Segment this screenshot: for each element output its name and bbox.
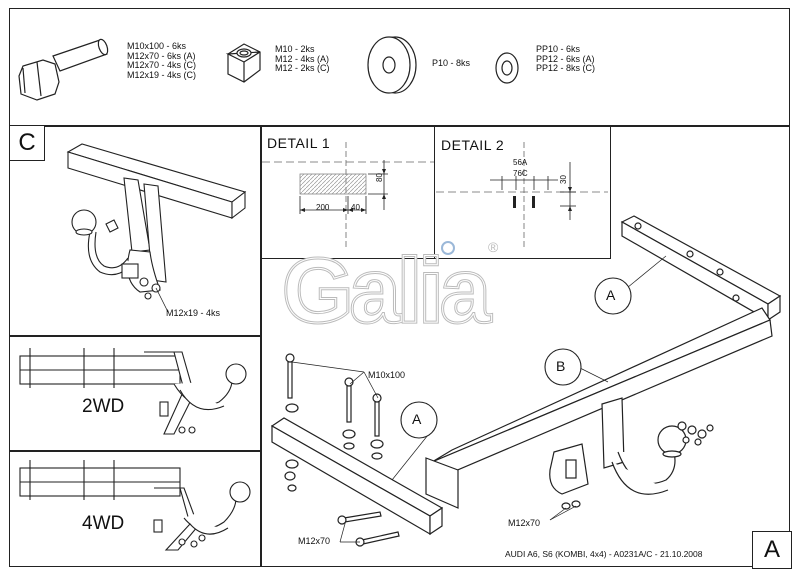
bolt-line: M12x70 - 6ks (A)	[127, 50, 196, 61]
panel-c-divider-2	[9, 450, 261, 452]
detail1-height: 80	[375, 173, 384, 182]
panel-c-2wd-drawing	[19, 348, 247, 435]
nut-list: M10 - 2ks M12 - 4ks (A) M12 - 2ks (C)	[275, 44, 330, 74]
detail2-drawing	[436, 142, 608, 250]
bolt-line: M10x100 - 6ks	[127, 41, 187, 51]
bolt-list: M10x100 - 6ks M12x70 - 6ks (A) M12x70 - …	[127, 41, 197, 80]
registered-mark: ®	[488, 239, 499, 255]
panel-c-hitch-drawing	[66, 143, 247, 313]
callout-circle-a-top	[594, 277, 632, 315]
detail2-dim-56a: 56A	[513, 158, 528, 167]
nut-line: M10 - 2ks	[275, 44, 315, 54]
panel-c-4wd-drawing	[19, 460, 251, 551]
nut-icon	[225, 43, 261, 83]
washer-label: P10 - 8ks	[432, 58, 471, 68]
callout-circle-a-left	[400, 401, 438, 439]
bolt-line: M12x19 - 4ks (C)	[127, 69, 197, 80]
bolt-line: M12x70 - 4ks (C)	[127, 60, 197, 70]
detail1-drawing	[262, 142, 434, 250]
callout-circle-b	[544, 348, 582, 386]
nut-line: M12 - 4ks (A)	[275, 53, 330, 64]
spring-washer-list: PP10 - 6ks PP12 - 6ks (A) PP12 - 8ks (C)	[536, 44, 596, 74]
spring-washer-line: PP10 - 6ks	[536, 44, 581, 54]
variant-letter: A	[752, 531, 792, 569]
callout-a-top-label: A	[606, 287, 616, 303]
bolt-label-m12-right: M12x70	[508, 518, 541, 528]
drawing-frame	[9, 8, 790, 567]
detail2-title: DETAIL 2	[441, 137, 505, 153]
galia-logo: Galia Galia	[281, 239, 498, 344]
nut-line: M12 - 2ks (C)	[275, 63, 330, 73]
washer-icon	[367, 36, 417, 94]
bolt-label-m10: M10x100	[368, 370, 406, 380]
panel-c-divider-1	[9, 335, 261, 337]
svg-text:Galia: Galia	[282, 240, 492, 342]
detail1-title: DETAIL 1	[267, 135, 331, 151]
callout-a-left-label: A	[412, 411, 422, 427]
detail-box-bottom	[261, 258, 611, 259]
spring-washer-line: PP12 - 6ks (A)	[536, 53, 595, 64]
svg-text:Galia: Galia	[282, 240, 492, 342]
panel-c-letter: C	[9, 125, 45, 161]
footer-caption: AUDI A6, S6 (KOMBI, 4x4) - A0231A/C - 21…	[505, 549, 703, 559]
spring-washer-icon	[495, 52, 519, 84]
panel-c-bolt-label: M12x19 - 4ks	[166, 308, 221, 318]
detail-divider	[434, 125, 435, 259]
detail-box-right	[610, 125, 611, 259]
detail1-offset: 40	[351, 203, 360, 212]
label-4wd: 4WD	[82, 513, 125, 534]
main-assembly-drawing	[270, 215, 782, 547]
callout-b-label: B	[556, 358, 566, 374]
bolt-label-m12-left: M12x70	[298, 536, 331, 546]
detail-box-top	[261, 125, 611, 126]
bolt-icon	[18, 38, 109, 101]
detail2-dim-76c: 76C	[513, 169, 528, 178]
detail2-height: 30	[559, 175, 568, 184]
detail1-width: 200	[316, 203, 330, 212]
label-2wd: 2WD	[82, 396, 125, 417]
panel-divider	[260, 125, 262, 567]
spring-washer-line: PP12 - 8ks (C)	[536, 63, 596, 73]
